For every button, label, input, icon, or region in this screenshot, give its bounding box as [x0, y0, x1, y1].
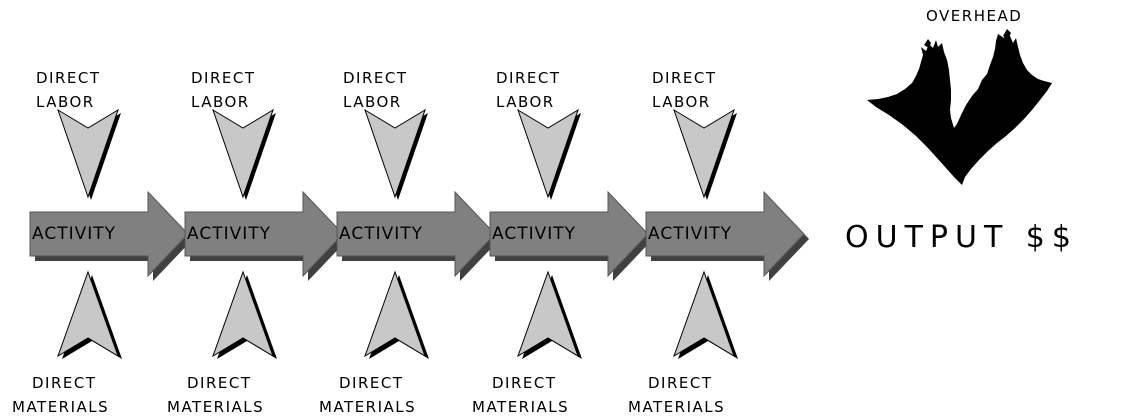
- labor-label-line2: LABOR: [191, 93, 250, 111]
- activity-arrow: [645, 190, 805, 278]
- activity-label: ACTIVITY: [492, 224, 577, 244]
- labor-arrow: [57, 108, 119, 199]
- labor-label-line1: DIRECT: [496, 69, 561, 87]
- activity-label: ACTIVITY: [648, 224, 733, 244]
- overhead-shape: [867, 29, 1052, 185]
- activity-arrow: [336, 190, 496, 278]
- labor-label-line2: LABOR: [343, 93, 402, 111]
- labor-label-line1: DIRECT: [191, 69, 256, 87]
- output-label: OUTPUT $$: [845, 220, 1078, 255]
- materials-label-line1: DIRECT: [339, 374, 404, 392]
- materials-label-line2: MATERIALS: [12, 398, 110, 416]
- labor-label-line2: LABOR: [496, 93, 555, 111]
- materials-arrow: [673, 270, 735, 358]
- labor-arrow: [212, 108, 274, 199]
- materials-label-line1: DIRECT: [492, 374, 557, 392]
- labor-label-line1: DIRECT: [343, 69, 408, 87]
- activity-arrow: [29, 190, 189, 278]
- materials-arrow: [212, 270, 274, 358]
- activity-arrow: [489, 190, 649, 278]
- overhead-shape-path: [867, 31, 1052, 185]
- labor-arrow: [673, 108, 735, 199]
- overhead-speck-right: [1003, 29, 1011, 39]
- labor-label-line1: DIRECT: [36, 69, 101, 87]
- stage-4: [489, 108, 653, 359]
- activity-label: ACTIVITY: [187, 224, 272, 244]
- materials-label-line2: MATERIALS: [628, 398, 726, 416]
- materials-arrow: [364, 270, 426, 358]
- activity-label: ACTIVITY: [32, 224, 117, 244]
- stage-1: [29, 108, 193, 359]
- materials-label-line1: DIRECT: [32, 374, 97, 392]
- labor-label-line2: LABOR: [36, 93, 95, 111]
- materials-label-line2: MATERIALS: [319, 398, 417, 416]
- stage-2: [184, 108, 348, 359]
- activity-label: ACTIVITY: [339, 224, 424, 244]
- overhead-speck-left: [924, 39, 931, 48]
- materials-arrow: [517, 270, 579, 358]
- materials-label-line1: DIRECT: [648, 374, 713, 392]
- materials-arrow: [57, 270, 119, 358]
- materials-label-line2: MATERIALS: [472, 398, 570, 416]
- overhead-label: OVERHEAD: [926, 7, 1023, 25]
- labor-arrow: [517, 108, 579, 199]
- activity-arrow: [184, 190, 344, 278]
- materials-label-line2: MATERIALS: [167, 398, 265, 416]
- stage-5: [645, 108, 809, 359]
- labor-arrow: [364, 108, 426, 199]
- labor-label-line2: LABOR: [652, 93, 711, 111]
- materials-label-line1: DIRECT: [187, 374, 252, 392]
- stage-3: [336, 108, 500, 359]
- labor-label-line1: DIRECT: [652, 69, 717, 87]
- arrows-layer: [29, 108, 809, 359]
